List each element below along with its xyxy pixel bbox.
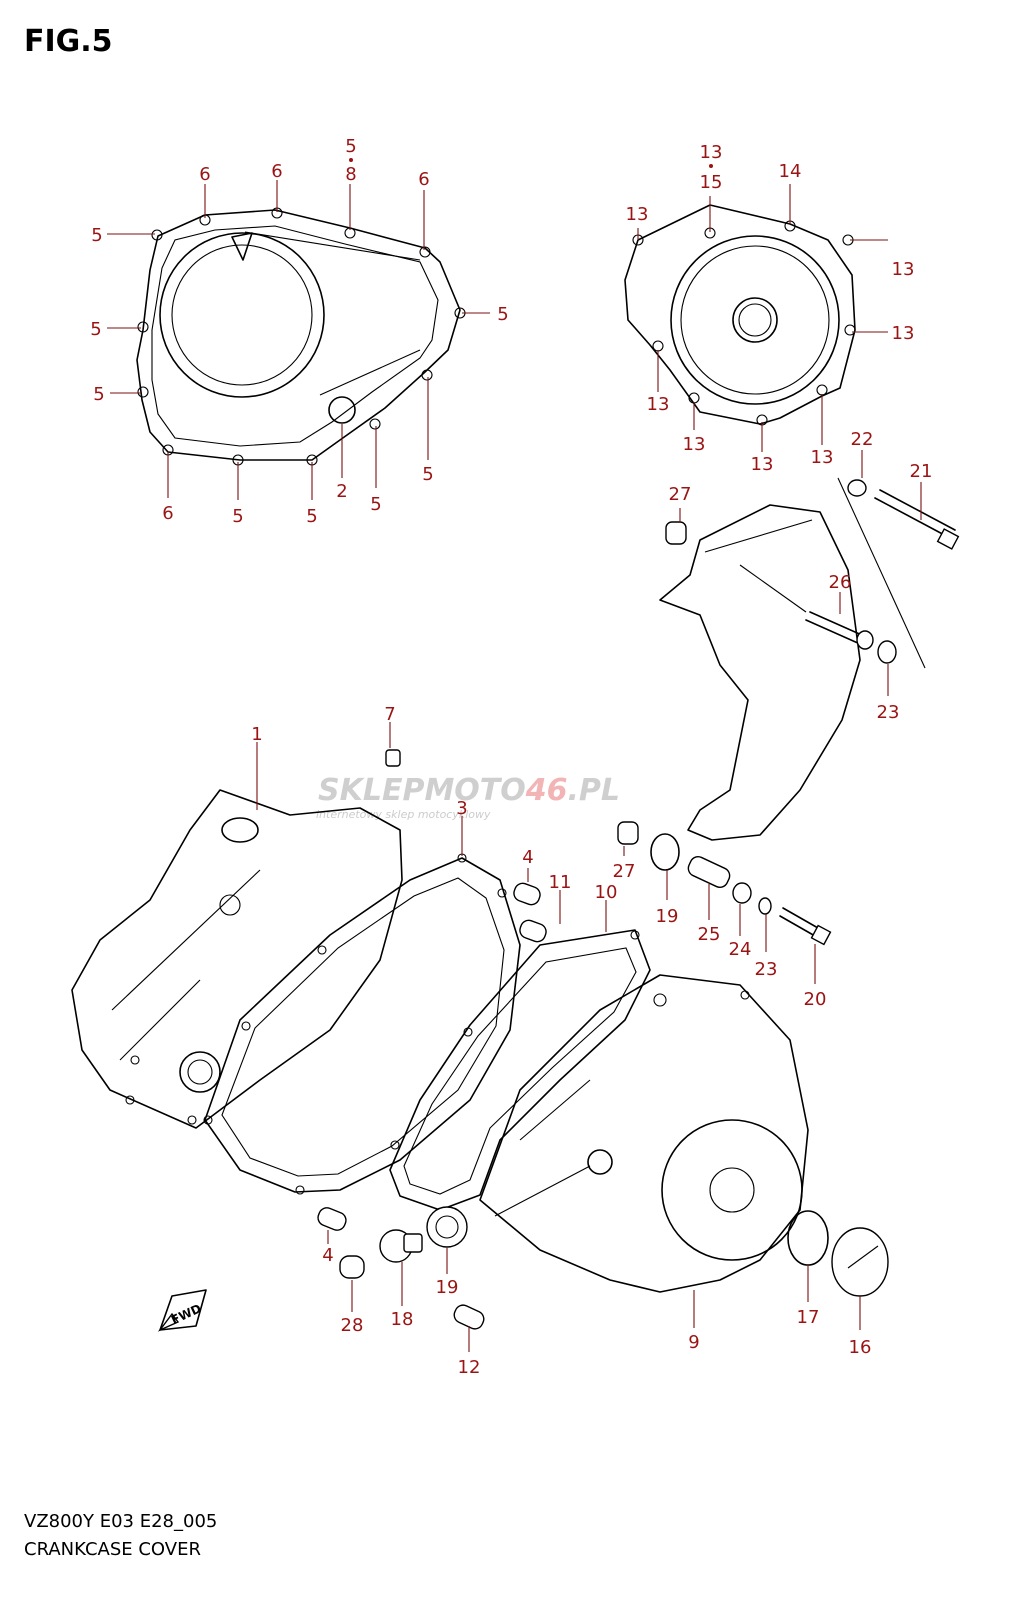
callout-4: 4 bbox=[322, 1245, 333, 1266]
leader-lines bbox=[107, 180, 922, 1352]
callout-25: 25 bbox=[698, 924, 721, 945]
callout-10: 10 bbox=[595, 882, 618, 903]
callout-numbers: 5 8 6 6 6 5 5 5 5 5 5 2 5 5 6 13 15 14 1… bbox=[90, 136, 932, 1378]
callout-5: 5 bbox=[91, 225, 102, 246]
callout-8: 8 bbox=[345, 164, 356, 185]
gasket-clutch bbox=[203, 853, 521, 1195]
hardware-items bbox=[317, 479, 960, 1330]
callout-11: 11 bbox=[549, 872, 572, 893]
callout-7: 7 bbox=[384, 704, 395, 725]
callout-16: 16 bbox=[849, 1337, 872, 1358]
separator-dot bbox=[349, 158, 353, 162]
callout-21: 20 bbox=[804, 989, 827, 1010]
callout-5: 5 bbox=[422, 464, 433, 485]
figure-title: FIG.5 bbox=[24, 24, 113, 59]
callout-14: 14 bbox=[779, 161, 802, 182]
callout-13: 13 bbox=[683, 434, 706, 455]
callout-1: 1 bbox=[251, 724, 262, 745]
callout-3: 3 bbox=[456, 798, 467, 819]
figure-name-caption: CRANKCASE COVER bbox=[24, 1539, 201, 1560]
callout-26: 26 bbox=[829, 572, 852, 593]
callout-2: 2 bbox=[336, 481, 347, 502]
heat-shield-bracket bbox=[650, 477, 926, 871]
callout-28: 28 bbox=[341, 1315, 364, 1336]
callout-17: 17 bbox=[797, 1307, 820, 1328]
callout-6: 6 bbox=[418, 169, 429, 190]
callout-12: 12 bbox=[458, 1357, 481, 1378]
callout-13: 13 bbox=[892, 323, 915, 344]
callout-20: 19 bbox=[656, 906, 679, 927]
callout-5: 5 bbox=[306, 506, 317, 527]
watermark: SKLEPMOTO46.PL internetowy sklep motocyk… bbox=[316, 773, 620, 821]
model-code-caption: VZ800Y E03 E28_005 bbox=[24, 1511, 218, 1532]
callout-27: 27 bbox=[613, 861, 636, 882]
callout-23: 23 bbox=[755, 959, 778, 980]
clutch-cover-outline bbox=[136, 207, 466, 466]
callout-5: 5 bbox=[497, 304, 508, 325]
callout-4: 4 bbox=[522, 847, 533, 868]
callout-6: 6 bbox=[199, 164, 210, 185]
callout-19: 19 bbox=[436, 1277, 459, 1298]
callout-13: 13 bbox=[647, 394, 670, 415]
callout-13: 13 bbox=[892, 259, 915, 280]
generator-cover-body bbox=[479, 974, 809, 1293]
callout-22: 21 bbox=[910, 461, 933, 482]
callout-6: 6 bbox=[271, 161, 282, 182]
watermark-tagline: internetowy sklep motocyklowy bbox=[316, 808, 491, 821]
generator-cover-outline bbox=[624, 204, 856, 426]
callout-5: 5 bbox=[370, 494, 381, 515]
callout-18: 18 bbox=[391, 1309, 414, 1330]
callout-5: 5 bbox=[345, 136, 356, 157]
callout-5: 5 bbox=[93, 384, 104, 405]
separator-dot bbox=[709, 164, 713, 168]
fwd-label: FWD bbox=[169, 1301, 203, 1327]
callout-23: 22 bbox=[851, 429, 874, 450]
callout-13: 13 bbox=[811, 447, 834, 468]
callout-27: 27 bbox=[669, 484, 692, 505]
callout-13: 13 bbox=[751, 454, 774, 475]
watermark-brand: SKLEPMOTO46.PL bbox=[318, 773, 620, 808]
callout-24: 24 bbox=[729, 939, 752, 960]
callout-5: 5 bbox=[232, 506, 243, 527]
callout-15: 15 bbox=[700, 172, 723, 193]
callout-24: 23 bbox=[877, 702, 900, 723]
fwd-direction-badge: FWD bbox=[157, 1289, 207, 1332]
callout-13: 13 bbox=[626, 204, 649, 225]
crankcase-cover-left bbox=[71, 789, 403, 1129]
callout-9: 9 bbox=[688, 1332, 699, 1353]
callout-13: 13 bbox=[700, 142, 723, 163]
callout-5: 5 bbox=[90, 319, 101, 340]
callout-6: 6 bbox=[162, 503, 173, 524]
